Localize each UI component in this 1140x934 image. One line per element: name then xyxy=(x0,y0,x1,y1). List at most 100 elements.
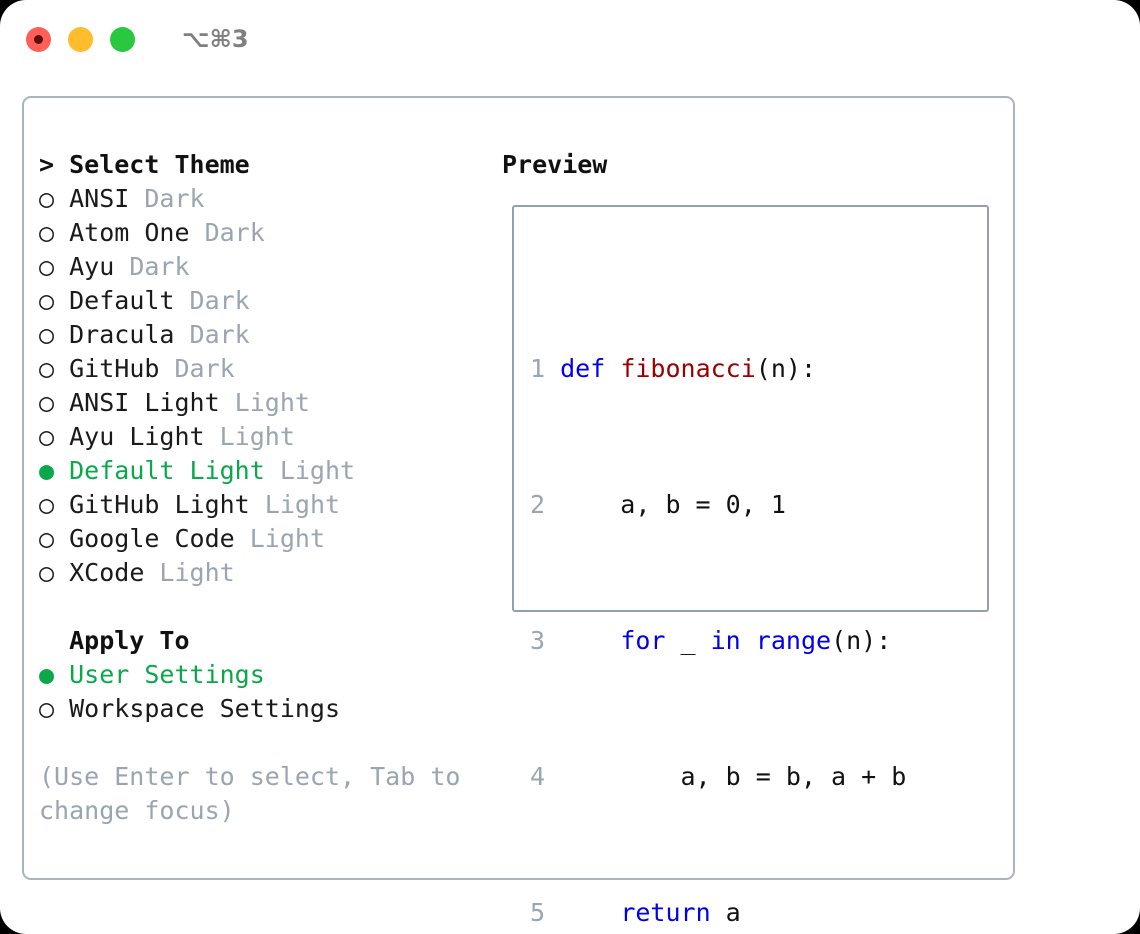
theme-option-label: Default Light xyxy=(69,456,265,485)
apply-to-header: Apply To xyxy=(39,626,190,655)
radio-icon: ○ xyxy=(39,388,70,417)
radio-icon: ○ xyxy=(39,320,70,349)
line-number: 5 xyxy=(530,898,546,927)
theme-option-kind: Dark xyxy=(129,184,205,213)
code-token-builtin: range xyxy=(755,626,832,655)
code-token: a, b = b, a + b xyxy=(545,762,907,791)
theme-option-xcode[interactable]: ○ XCode Light xyxy=(39,556,499,590)
code-token: a, b = 0, 1 xyxy=(545,490,786,519)
minimize-window-icon[interactable] xyxy=(68,26,93,52)
theme-option-label: Atom One xyxy=(69,218,190,247)
code-token xyxy=(741,626,756,655)
radio-selected-icon: ● xyxy=(39,456,70,485)
theme-option-kind: Light xyxy=(219,388,310,417)
theme-option-github-dark[interactable]: ○ GitHub Dark xyxy=(39,352,499,386)
preview-code: 1 def fibonacci(n): 2 a, b = 0, 1 3 for … xyxy=(530,250,975,934)
close-window-icon[interactable] xyxy=(26,26,51,52)
theme-option-kind: Dark xyxy=(174,320,250,349)
line-number: 1 xyxy=(530,354,546,383)
list-spacer xyxy=(39,590,499,624)
radio-selected-icon: ● xyxy=(39,660,70,689)
radio-icon: ○ xyxy=(39,422,70,451)
preview-column: Preview 1 def fibonacci(n): 2 a, b = 0, … xyxy=(502,148,1002,927)
radio-icon: ○ xyxy=(39,694,70,723)
preview-header: Preview xyxy=(502,150,608,179)
theme-option-atom-one-dark[interactable]: ○ Atom One Dark xyxy=(39,216,499,250)
keyboard-shortcut-label: ⌥⌘3 xyxy=(182,25,249,53)
code-token-keyword: for xyxy=(620,626,666,655)
theme-option-ayu-light[interactable]: ○ Ayu Light Light xyxy=(39,420,499,454)
line-number: 2 xyxy=(530,490,546,519)
radio-icon: ○ xyxy=(39,286,70,315)
theme-option-label: Dracula xyxy=(69,320,175,349)
apply-to-option-list: ● User Settings ○ Workspace Settings xyxy=(39,658,499,726)
theme-selector-column: > Select Theme ○ ANSI Dark ○ Atom One Da… xyxy=(39,148,499,828)
theme-option-github-light[interactable]: ○ GitHub Light Light xyxy=(39,488,499,522)
theme-option-default-dark[interactable]: ○ Default Dark xyxy=(39,284,499,318)
theme-option-label: ANSI Light xyxy=(69,388,220,417)
theme-option-kind: Dark xyxy=(159,354,235,383)
theme-option-label: Ayu Light xyxy=(69,422,205,451)
theme-option-label: GitHub xyxy=(69,354,160,383)
apply-to-option-user-settings[interactable]: ● User Settings xyxy=(39,658,499,692)
theme-option-label: Google Code xyxy=(69,524,235,553)
theme-option-label: ANSI xyxy=(69,184,130,213)
theme-option-kind: Dark xyxy=(189,218,265,247)
panel-columns: > Select Theme ○ ANSI Dark ○ Atom One Da… xyxy=(24,98,1013,927)
code-line: 5 return a xyxy=(530,896,975,930)
theme-option-kind: Dark xyxy=(114,252,190,281)
theme-option-label: Ayu xyxy=(69,252,115,281)
code-token xyxy=(545,898,620,927)
theme-option-ansi-light[interactable]: ○ ANSI Light Light xyxy=(39,386,499,420)
code-line: 1 def fibonacci(n): xyxy=(530,352,975,386)
radio-icon: ○ xyxy=(39,184,70,213)
theme-option-kind: Light xyxy=(204,422,295,451)
code-token-keyword: in xyxy=(710,626,741,655)
theme-option-kind: Light xyxy=(144,558,235,587)
theme-option-default-light[interactable]: ● Default Light Light xyxy=(39,454,499,488)
theme-option-list: ○ ANSI Dark ○ Atom One Dark ○ Ayu Dark ○… xyxy=(39,182,499,590)
theme-option-label: XCode xyxy=(69,558,145,587)
line-number: 3 xyxy=(530,626,546,655)
code-line: 4 a, b = b, a + b xyxy=(530,760,975,794)
radio-icon: ○ xyxy=(39,490,70,519)
code-token-keyword: def xyxy=(560,354,606,383)
radio-icon: ○ xyxy=(39,524,70,553)
radio-icon: ○ xyxy=(39,252,70,281)
hint-spacer xyxy=(39,726,499,760)
code-line: 3 for _ in range(n): xyxy=(530,624,975,658)
code-token xyxy=(545,354,560,383)
theme-option-label: Default xyxy=(69,286,175,315)
apply-to-option-workspace-settings[interactable]: ○ Workspace Settings xyxy=(39,692,499,726)
main-panel: > Select Theme ○ ANSI Dark ○ Atom One Da… xyxy=(22,96,1015,927)
code-token-keyword: return xyxy=(620,898,711,927)
theme-option-kind: Light xyxy=(249,490,341,519)
theme-option-ansi-dark[interactable]: ○ ANSI Dark xyxy=(39,182,499,216)
code-token: a xyxy=(710,898,741,927)
code-token xyxy=(545,626,620,655)
code-token: (n): xyxy=(755,354,817,383)
keyboard-hint-text: (Use Enter to select, Tab to change focu… xyxy=(39,762,476,825)
theme-option-kind: Dark xyxy=(174,286,250,315)
radio-icon: ○ xyxy=(39,558,70,587)
apply-to-option-label: Workspace Settings xyxy=(69,694,341,723)
code-token: _ xyxy=(665,626,711,655)
select-theme-header: > Select Theme xyxy=(39,150,250,179)
theme-option-dracula-dark[interactable]: ○ Dracula Dark xyxy=(39,318,499,352)
maximize-window-icon[interactable] xyxy=(110,26,135,52)
traffic-lights xyxy=(26,26,135,52)
theme-option-google-code[interactable]: ○ Google Code Light xyxy=(39,522,499,556)
theme-option-kind: Light xyxy=(234,524,325,553)
line-number: 4 xyxy=(530,762,546,791)
code-line: 2 a, b = 0, 1 xyxy=(530,488,975,522)
theme-option-ayu-dark[interactable]: ○ Ayu Dark xyxy=(39,250,499,284)
window-titlebar: ⌥⌘3 xyxy=(0,0,1140,78)
radio-icon: ○ xyxy=(39,218,70,247)
radio-icon: ○ xyxy=(39,354,70,383)
code-token-function: fibonacci xyxy=(620,354,756,383)
code-token xyxy=(605,354,620,383)
code-token: (n): xyxy=(831,626,892,655)
preview-box: 1 def fibonacci(n): 2 a, b = 0, 1 3 for … xyxy=(512,205,989,927)
theme-option-label: GitHub Light xyxy=(69,490,250,519)
